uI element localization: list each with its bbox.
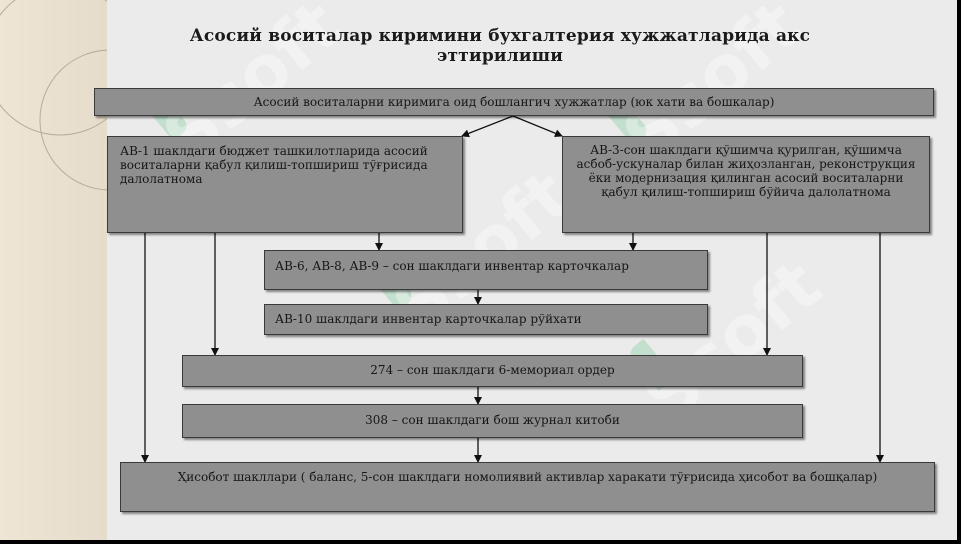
- inventory-list-label: АВ-10 шаклдаги инвентар карточкалар рўйх…: [275, 312, 582, 326]
- source-documents-label: Асосий воситаларни киримига оид бошланги…: [253, 95, 775, 109]
- report-forms-label: Ҳисобот шакллари ( баланс, 5-сон шаклдаг…: [177, 470, 878, 484]
- source-documents-box: Асосий воситаларни киримига оид бошланги…: [94, 88, 934, 116]
- title-line-2: эттирилиши: [437, 46, 563, 66]
- memorial-order-box: 274 – сон шаклдаги 6-мемориал ордер: [182, 355, 803, 387]
- memorial-order-label: 274 – сон шаклдаги 6-мемориал ордер: [370, 363, 615, 377]
- av1-act-box: АВ-1 шаклдаги бюджет ташкилотларида асос…: [107, 136, 463, 233]
- decorative-side-panel: [0, 0, 181, 540]
- av3-act-label: АВ-3-сон шаклдаги қўшимча қурилган, қўши…: [576, 143, 916, 199]
- av1-act-label: АВ-1 шаклдаги бюджет ташкилотларида асос…: [120, 144, 428, 186]
- inventory-list-box: АВ-10 шаклдаги инвентар карточкалар рўйх…: [264, 304, 708, 335]
- diagram-title: Асосий воситалар киримини бухгалтерия ху…: [150, 26, 850, 66]
- general-journal-box: 308 – сон шаклдаги бош журнал китоби: [182, 404, 803, 438]
- inventory-cards-label: АВ-6, АВ-8, АВ-9 – сон шаклдаги инвентар…: [275, 259, 629, 273]
- inventory-cards-box: АВ-6, АВ-8, АВ-9 – сон шаклдаги инвентар…: [264, 250, 708, 290]
- report-forms-box: Ҳисобот шакллари ( баланс, 5-сон шаклдаг…: [120, 462, 935, 512]
- av3-act-box: АВ-3-сон шаклдаги қўшимча қурилган, қўши…: [562, 136, 930, 233]
- general-journal-label: 308 – сон шаклдаги бош журнал китоби: [365, 413, 620, 427]
- title-line-1: Асосий воситалар киримини бухгалтерия ху…: [189, 26, 811, 46]
